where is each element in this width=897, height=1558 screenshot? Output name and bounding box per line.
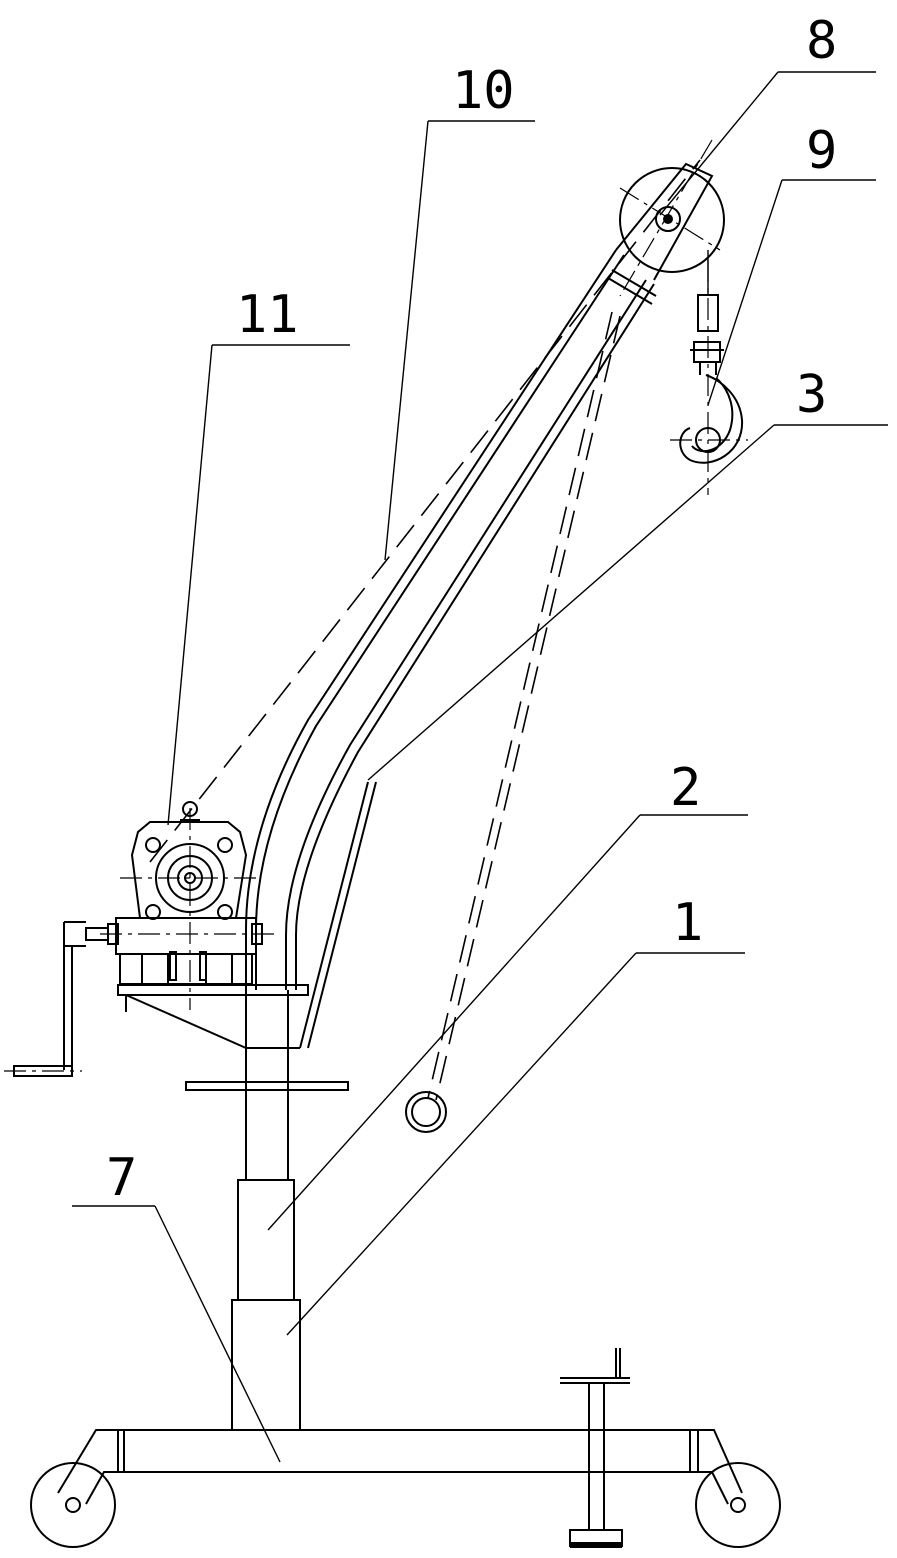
- left-wheel: [31, 1463, 115, 1547]
- phantom-chain-swing: [406, 312, 620, 1132]
- boom-strut: [300, 782, 376, 1048]
- callout-1-number: 1: [672, 893, 703, 953]
- callout-7: 7: [72, 1148, 280, 1462]
- base-frame: [58, 1430, 742, 1504]
- callout-9-number: 9: [806, 121, 837, 181]
- callout-2-number: 2: [670, 758, 701, 818]
- callout-8-number: 8: [806, 11, 837, 71]
- callout-10: 10: [385, 61, 535, 560]
- callout-10-number: 10: [452, 61, 515, 121]
- boom-arm: [246, 164, 712, 990]
- callout-3-number: 3: [796, 365, 827, 425]
- hand-crank: [4, 922, 108, 1076]
- callout-3: 3: [368, 365, 888, 780]
- callout-2: 2: [268, 758, 748, 1230]
- right-wheel: [696, 1463, 780, 1547]
- callout-1: 1: [287, 893, 745, 1335]
- callout-11-number: 11: [236, 285, 299, 345]
- support-leg: [560, 1348, 630, 1548]
- column-middle-section-2: [238, 1180, 294, 1300]
- mount-plate: [118, 985, 308, 1048]
- winch-gearbox: [100, 802, 280, 1010]
- callout-11: 11: [168, 285, 350, 825]
- callout-9: 9: [708, 121, 876, 405]
- column-outer-section-1: [232, 1300, 300, 1430]
- column-upper-section: [186, 990, 348, 1180]
- callout-8: 8: [660, 11, 876, 215]
- callout-7-number: 7: [106, 1148, 137, 1208]
